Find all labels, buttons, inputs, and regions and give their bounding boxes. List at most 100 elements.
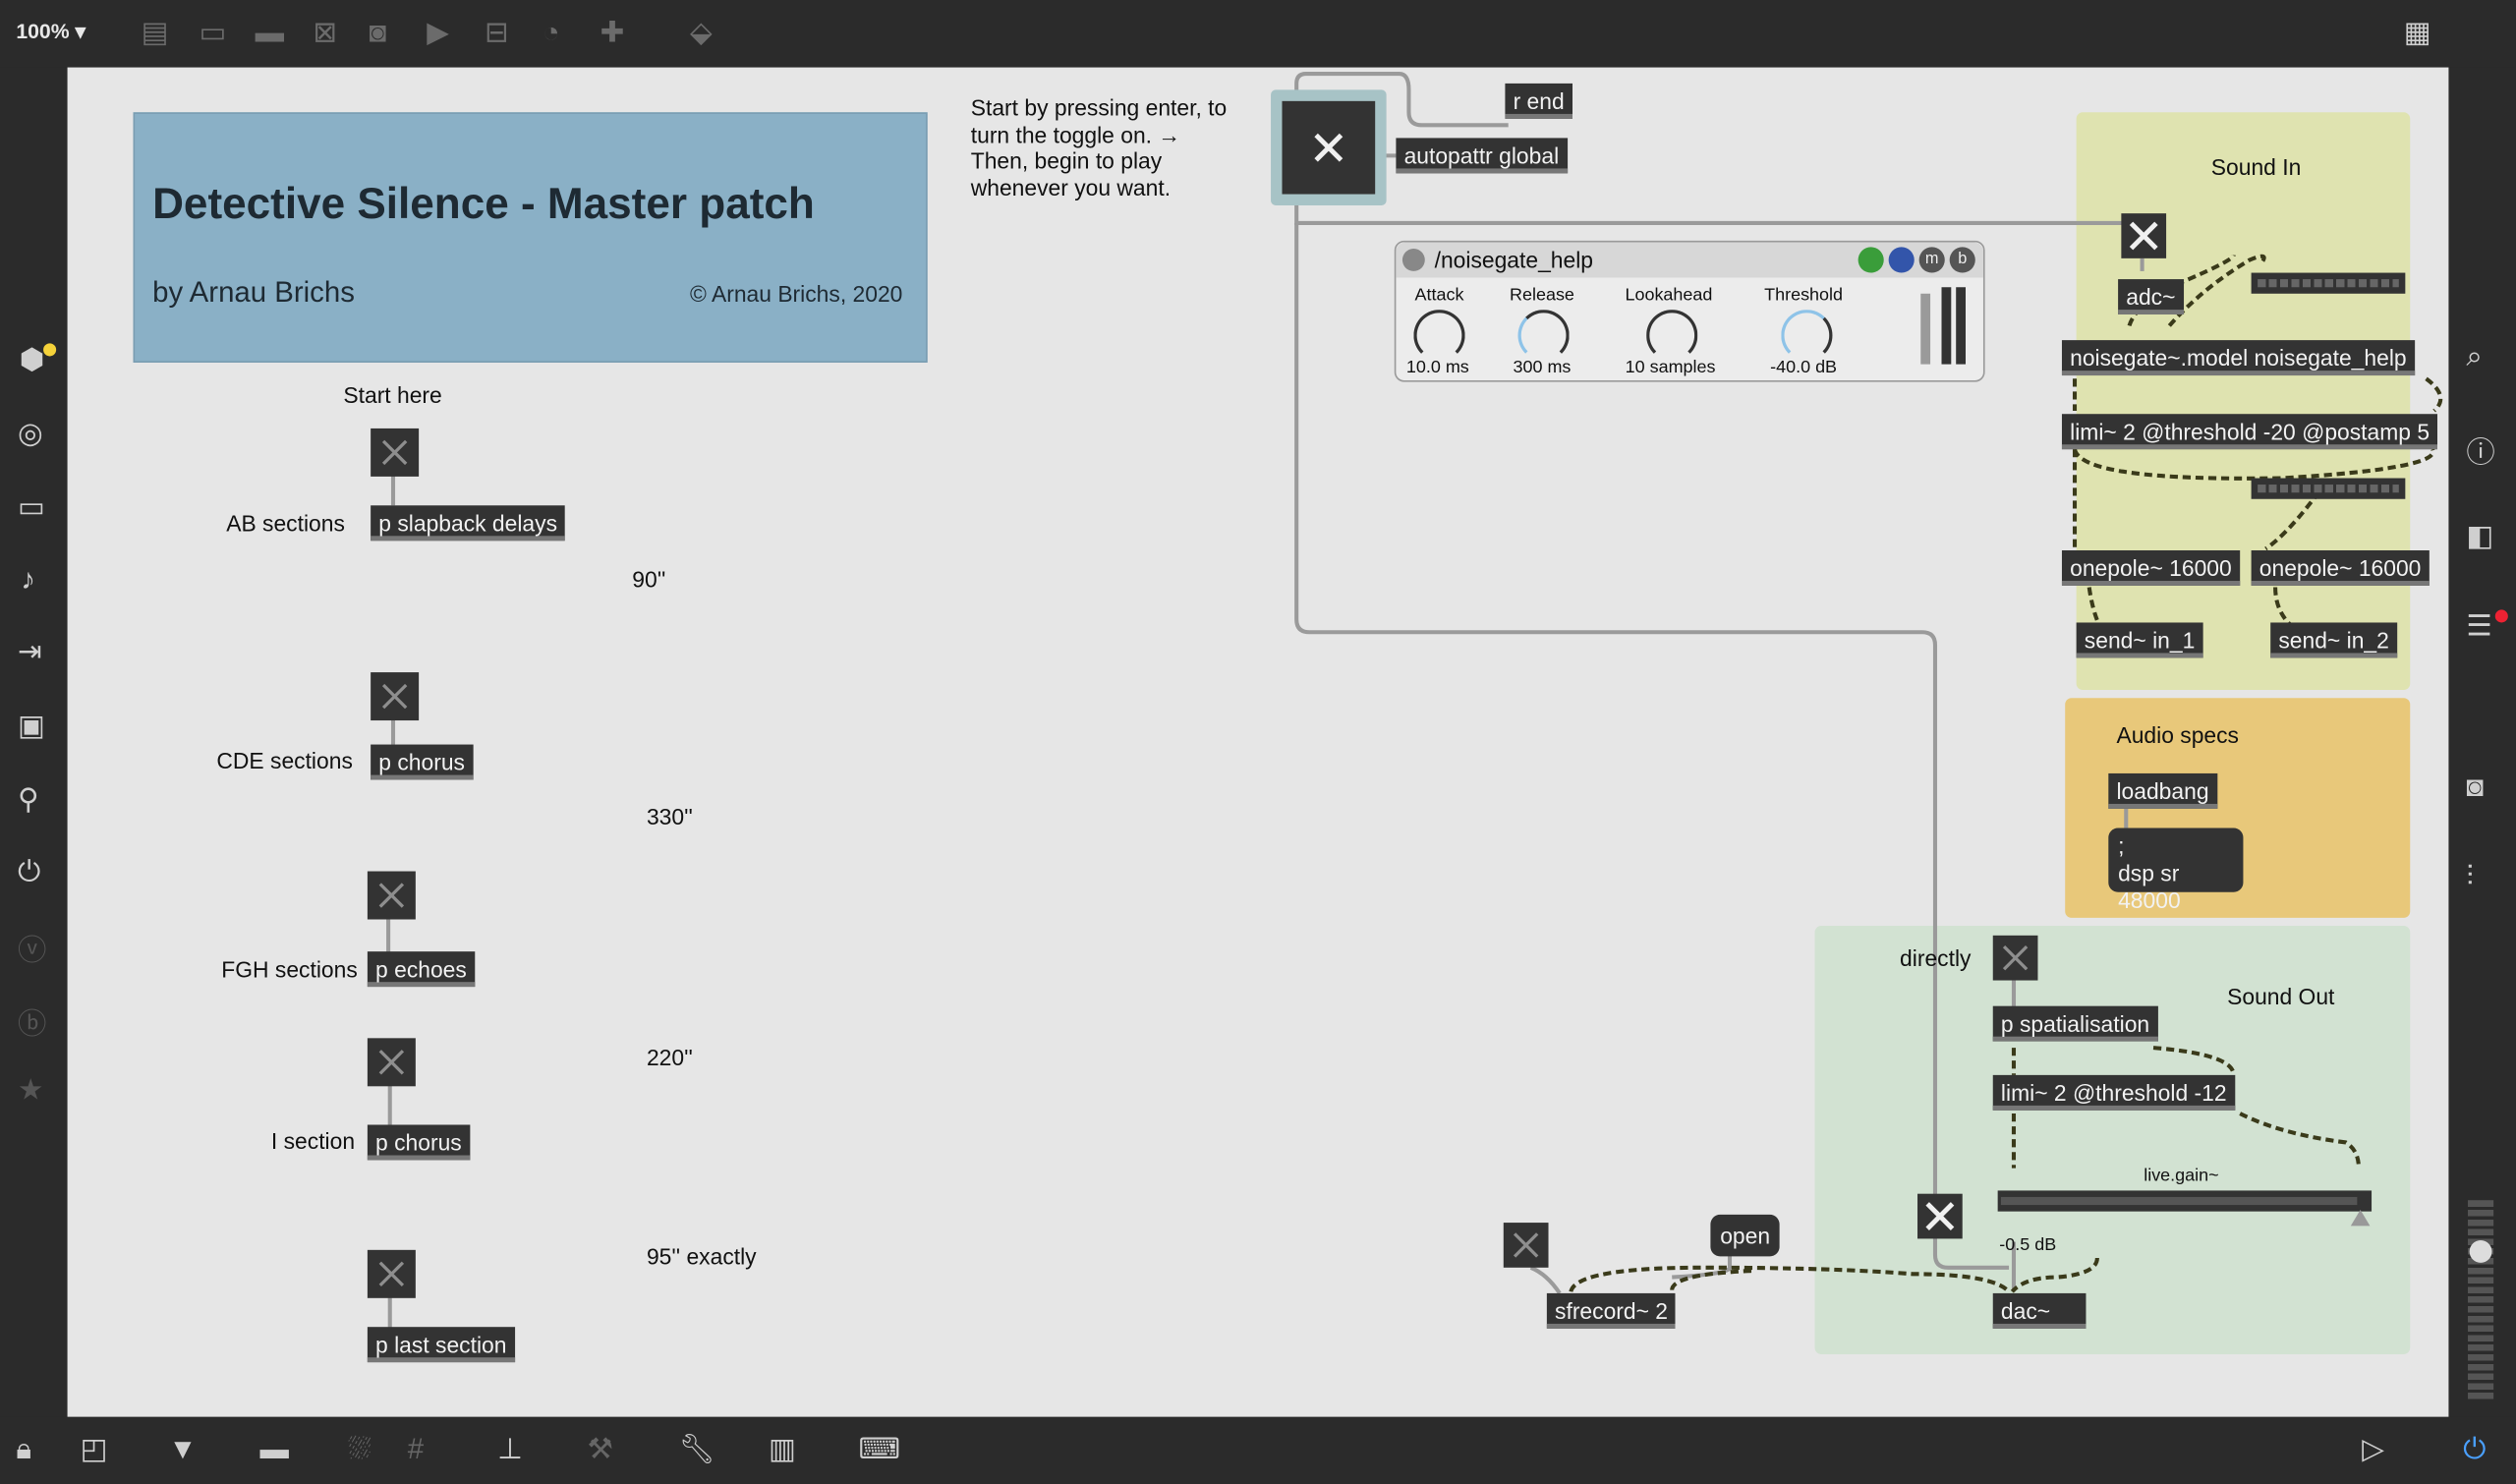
layers-icon[interactable]: ▬ bbox=[259, 1432, 289, 1465]
snapshot-icon[interactable]: ◙ bbox=[2466, 770, 2485, 803]
output-limiter-object[interactable]: limi~ 2 @threshold -12 bbox=[1992, 1074, 2235, 1111]
grid-icon[interactable]: # bbox=[407, 1432, 425, 1465]
bypass-toggle[interactable] bbox=[1917, 1193, 1963, 1239]
message-semicolon: ; bbox=[2118, 832, 2125, 859]
spatialisation-object[interactable]: p spatialisation bbox=[1992, 1005, 2158, 1042]
mixer-icon[interactable]: ⫶ bbox=[2466, 860, 2474, 892]
attack-knob[interactable] bbox=[1413, 310, 1465, 362]
dial-tool-icon[interactable]: ◔ bbox=[542, 16, 560, 48]
b-button[interactable]: b bbox=[1949, 247, 1975, 273]
sequence-icon[interactable]: ⇥ bbox=[17, 635, 42, 668]
start-here-label: Start here bbox=[343, 381, 442, 408]
slapback-delays-object[interactable]: p slapback delays bbox=[371, 505, 566, 542]
list-icon[interactable]: ☰ bbox=[2466, 609, 2492, 643]
transport-play-icon[interactable]: ▷ bbox=[2362, 1432, 2384, 1465]
dsp-message[interactable]: ; dsp sr 48000 bbox=[2108, 828, 2244, 913]
input-limiter-object[interactable]: limi~ 2 @threshold -20 @postamp 5 bbox=[2061, 414, 2438, 450]
presentation-icon[interactable]: ▭ bbox=[17, 490, 45, 524]
star-icon[interactable]: ★ bbox=[17, 1073, 44, 1106]
image-icon[interactable]: ▣ bbox=[17, 709, 45, 742]
package-icon[interactable]: ⬢ bbox=[19, 343, 45, 376]
comment-bubble-icon[interactable]: ▼ bbox=[168, 1432, 198, 1465]
chorus-object[interactable]: p chorus bbox=[371, 744, 474, 780]
piano-icon[interactable]: ▥ bbox=[769, 1432, 796, 1465]
lookahead-knob[interactable] bbox=[1646, 310, 1698, 362]
audio-power-icon[interactable]: ⏻ bbox=[2463, 1432, 2487, 1465]
loadbang-object[interactable]: loadbang bbox=[2108, 772, 2217, 809]
button-tool-icon[interactable]: ◙ bbox=[369, 16, 387, 48]
noisegate-bpatcher[interactable]: /noisegate_help m b Attack 10.0 ms Relea… bbox=[1394, 240, 1985, 382]
noisegate-object[interactable]: noisegate~.model noisegate_help bbox=[2061, 340, 2415, 376]
last-section-object[interactable]: p last section bbox=[367, 1327, 515, 1363]
onepole-object-2[interactable]: onepole~ 16000 bbox=[2251, 549, 2430, 586]
zoom-menu[interactable]: 100% ▾ bbox=[16, 19, 86, 44]
threshold-label: Threshold bbox=[1764, 285, 1844, 306]
patcher-canvas[interactable]: Detective Silence - Master patch by Arna… bbox=[67, 67, 2449, 1417]
keyboard-icon[interactable]: ⌨ bbox=[858, 1432, 900, 1465]
search-icon[interactable]: ⌕ bbox=[2466, 340, 2483, 372]
live-gain-slider[interactable] bbox=[1997, 1190, 2373, 1227]
sfrecord-object[interactable]: sfrecord~ 2 bbox=[1546, 1292, 1677, 1329]
b-icon[interactable]: ⓑ bbox=[17, 1007, 47, 1040]
paperclip-icon[interactable]: ⚲ bbox=[17, 782, 39, 816]
chorus-object-2[interactable]: p chorus bbox=[367, 1124, 470, 1161]
info-icon[interactable]: ⓘ bbox=[2466, 436, 2495, 469]
collapse-icon[interactable] bbox=[1401, 249, 1425, 271]
volume-meter[interactable] bbox=[2468, 1200, 2494, 1402]
comment-icon[interactable]: ▬ bbox=[255, 16, 284, 48]
record-toggle[interactable] bbox=[1503, 1223, 1549, 1268]
paint-bucket-icon[interactable]: ⬙ bbox=[690, 16, 713, 48]
plugin-icon[interactable]: ⏻ bbox=[17, 855, 41, 887]
cde-toggle[interactable] bbox=[371, 672, 420, 721]
noisegate-header bbox=[1396, 242, 1983, 278]
presentation-mode-icon[interactable]: ◰ bbox=[80, 1432, 108, 1465]
main-toggle[interactable] bbox=[1282, 100, 1376, 195]
wrench-icon[interactable]: 🔧︎ bbox=[678, 1432, 715, 1465]
i-section-label: I section bbox=[270, 1127, 356, 1154]
adc-object[interactable]: adc~ bbox=[2118, 279, 2184, 314]
play-tool-icon[interactable]: ▶ bbox=[427, 16, 449, 48]
open-message[interactable]: open bbox=[1710, 1214, 1780, 1257]
new-object-icon[interactable]: ▤ bbox=[141, 16, 169, 48]
r-end-object[interactable]: r end bbox=[1505, 83, 1572, 119]
lookahead-value: 10 samples bbox=[1625, 358, 1716, 377]
send-in1-object[interactable]: send~ in_1 bbox=[2076, 622, 2203, 658]
autopattr-object[interactable]: autopattr global bbox=[1396, 138, 1568, 174]
add-icon[interactable]: ✚ bbox=[600, 16, 625, 48]
new-message-icon[interactable]: ▭ bbox=[199, 16, 227, 48]
fgh-toggle[interactable] bbox=[367, 871, 416, 920]
live-gain-thumb[interactable] bbox=[2350, 1210, 2371, 1227]
ab-duration: 90'' bbox=[632, 566, 666, 593]
echoes-object[interactable]: p echoes bbox=[367, 951, 475, 988]
lock-icon[interactable]: 🔒︎ bbox=[16, 1432, 31, 1465]
release-value: 300 ms bbox=[1513, 358, 1572, 377]
reference-icon[interactable]: ◧ bbox=[2466, 519, 2494, 552]
directly-toggle[interactable] bbox=[1992, 935, 2038, 981]
info-icon[interactable] bbox=[1888, 247, 1915, 273]
i-toggle[interactable] bbox=[367, 1038, 416, 1087]
power-icon[interactable] bbox=[1858, 247, 1884, 273]
m-button[interactable]: m bbox=[1918, 247, 1945, 273]
instructions-line: turn the toggle on. → bbox=[970, 121, 1181, 147]
threshold-knob[interactable] bbox=[1781, 310, 1833, 362]
adc-toggle[interactable] bbox=[2121, 213, 2167, 258]
grid-keyboard-icon[interactable]: ▦ bbox=[2403, 16, 2431, 48]
hierarchy-icon[interactable]: ⊥ bbox=[497, 1432, 523, 1465]
debug-icon[interactable]: ⚒ bbox=[587, 1432, 613, 1465]
release-knob[interactable] bbox=[1517, 310, 1570, 362]
music-note-icon[interactable]: ♪ bbox=[21, 563, 35, 596]
toggle-tool-icon[interactable]: ⊠ bbox=[313, 16, 338, 48]
ab-toggle[interactable] bbox=[371, 428, 420, 477]
hide-cables-icon[interactable]: ⛆ bbox=[348, 1432, 372, 1465]
send-in2-object[interactable]: send~ in_2 bbox=[2270, 622, 2398, 658]
dac-object[interactable]: dac~ bbox=[1992, 1292, 2087, 1329]
vst-icon[interactable]: ⓥ bbox=[17, 934, 47, 966]
left-sidebar: ⬢ ◎ ▭ ♪ ⇥ ▣ ⚲ ⏻ ⓥ ⓑ ★ bbox=[0, 67, 68, 1417]
last-toggle[interactable] bbox=[367, 1249, 416, 1298]
volume-knob[interactable] bbox=[2469, 1240, 2492, 1263]
ab-sections-label: AB sections bbox=[226, 510, 345, 537]
onepole-object-1[interactable]: onepole~ 16000 bbox=[2061, 549, 2240, 586]
target-icon[interactable]: ◎ bbox=[17, 417, 43, 450]
cde-duration: 330'' bbox=[646, 803, 693, 830]
slider-tool-icon[interactable]: ⊟ bbox=[485, 16, 509, 48]
